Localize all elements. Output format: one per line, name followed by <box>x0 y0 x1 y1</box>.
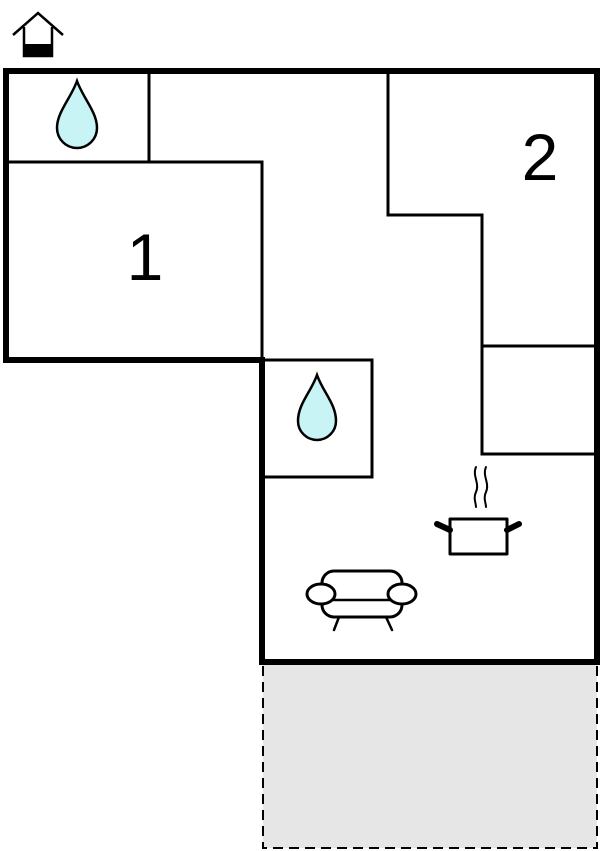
room-number-1: 1 <box>127 220 164 294</box>
bathroom-drop-icon <box>55 77 99 150</box>
house-entrance-icon <box>12 11 64 58</box>
room-number-2: 2 <box>522 120 559 194</box>
terrace-area <box>262 663 598 849</box>
kitchen-pot-icon <box>434 466 522 556</box>
outer-walls <box>3 68 600 665</box>
living-sofa-icon <box>305 569 418 632</box>
interior-walls <box>4 69 599 479</box>
bathroom-drop-icon <box>296 371 338 442</box>
